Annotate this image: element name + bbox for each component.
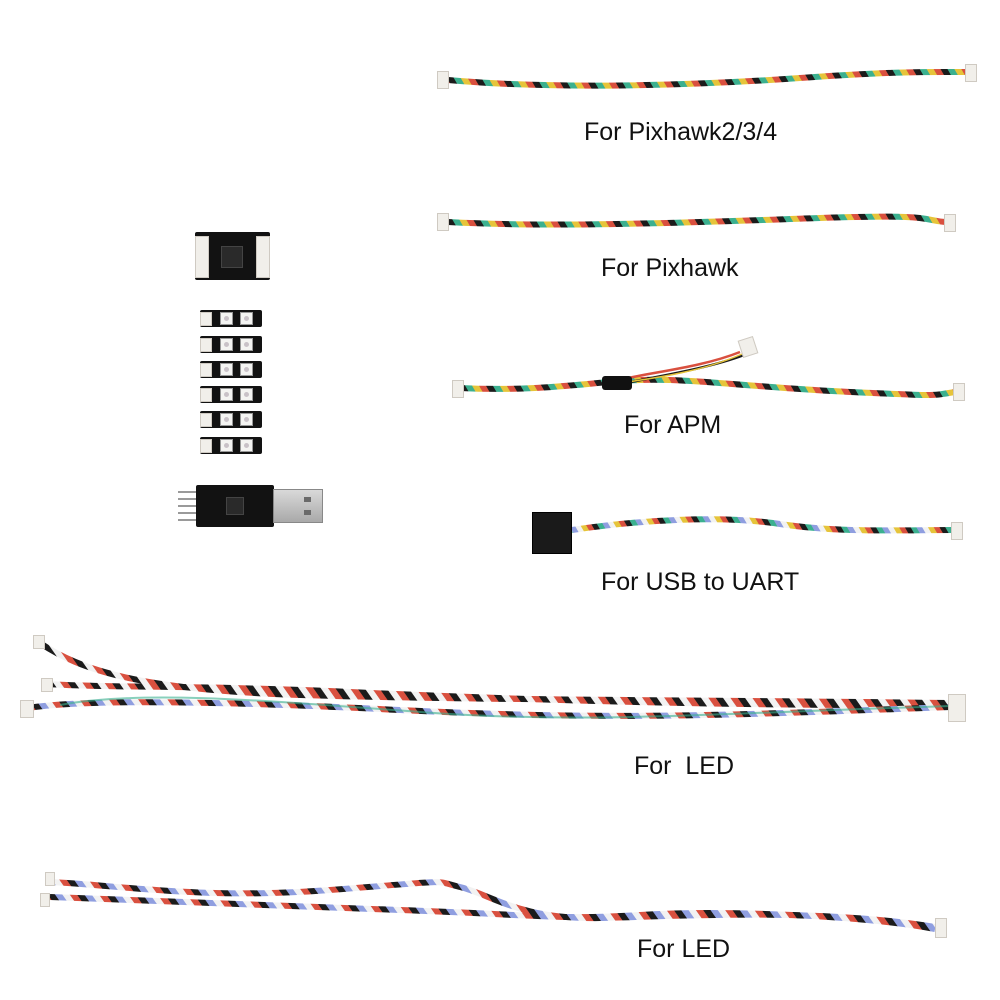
label-pixhawk: For Pixhawk	[601, 254, 739, 282]
led-board-connector	[200, 338, 212, 352]
connector-usb-uart-right	[951, 522, 963, 540]
led-board-5	[200, 411, 262, 428]
connector-led2-branch-b	[40, 893, 50, 907]
led-icon	[220, 363, 233, 376]
connector-led1-main	[948, 694, 966, 722]
connector-apm-right	[953, 383, 965, 401]
uart-chip	[226, 497, 244, 515]
cable-led-2	[49, 879, 936, 932]
dupont-connector-usb-uart	[532, 512, 572, 554]
led-board-connector	[200, 388, 212, 402]
led-icon	[240, 439, 253, 452]
led-board-4	[200, 386, 262, 403]
led-icon	[240, 312, 253, 325]
connector-led1-branch-b	[41, 678, 53, 692]
label-usb-uart: For USB to UART	[601, 568, 800, 596]
cable-pixhawk234	[447, 68, 966, 89]
led-icon	[220, 439, 233, 452]
connector-led1-branch-c	[20, 700, 34, 718]
header-pin	[178, 491, 196, 493]
led-board-6	[200, 437, 262, 454]
led-icon	[220, 338, 233, 351]
led-controller-board	[195, 232, 270, 280]
cable-led-1	[27, 640, 951, 719]
connector-pixhawk-right	[944, 214, 956, 232]
board-connector-right	[256, 236, 270, 278]
cable-apm	[459, 350, 956, 398]
usb-hole	[304, 510, 311, 515]
label-apm: For APM	[624, 411, 722, 439]
led-icon	[240, 363, 253, 376]
connector-pixhawk-left	[437, 213, 449, 231]
connector-led2-main	[935, 918, 947, 938]
usb-plug-icon	[273, 489, 323, 523]
usb-to-uart-adapter	[178, 485, 323, 527]
uart-pcb	[196, 485, 274, 527]
led-board-2	[200, 336, 262, 353]
usb-hole	[304, 497, 311, 502]
led-icon	[220, 312, 233, 325]
led-board-connector	[200, 363, 212, 377]
label-pixhawk234: For Pixhawk2/3/4	[584, 118, 778, 146]
connector-led1-branch-a	[33, 635, 45, 649]
led-icon	[220, 388, 233, 401]
led-board-connector	[200, 312, 212, 326]
led-board-connector	[200, 413, 212, 427]
connector-led2-branch-a	[45, 872, 55, 886]
connector-apm-left	[452, 380, 464, 398]
led-board-1	[200, 310, 262, 327]
header-pin	[178, 519, 196, 521]
header-pin	[178, 498, 196, 500]
board-connector-left	[195, 236, 209, 278]
cable-usb-uart	[571, 516, 953, 534]
board-chip	[221, 246, 243, 268]
connector-pixhawk234-left	[437, 71, 449, 89]
header-pin	[178, 512, 196, 514]
label-led-2: For LED	[637, 935, 731, 963]
label-led-1: For LED	[634, 752, 735, 780]
led-icon	[240, 388, 253, 401]
led-icon	[240, 338, 253, 351]
cable-pixhawk	[447, 213, 946, 228]
led-icon	[220, 413, 233, 426]
led-icon	[240, 413, 253, 426]
led-board-connector	[200, 439, 212, 453]
header-pin	[178, 505, 196, 507]
led-board-3	[200, 361, 262, 378]
connector-pixhawk234-right	[965, 64, 977, 82]
